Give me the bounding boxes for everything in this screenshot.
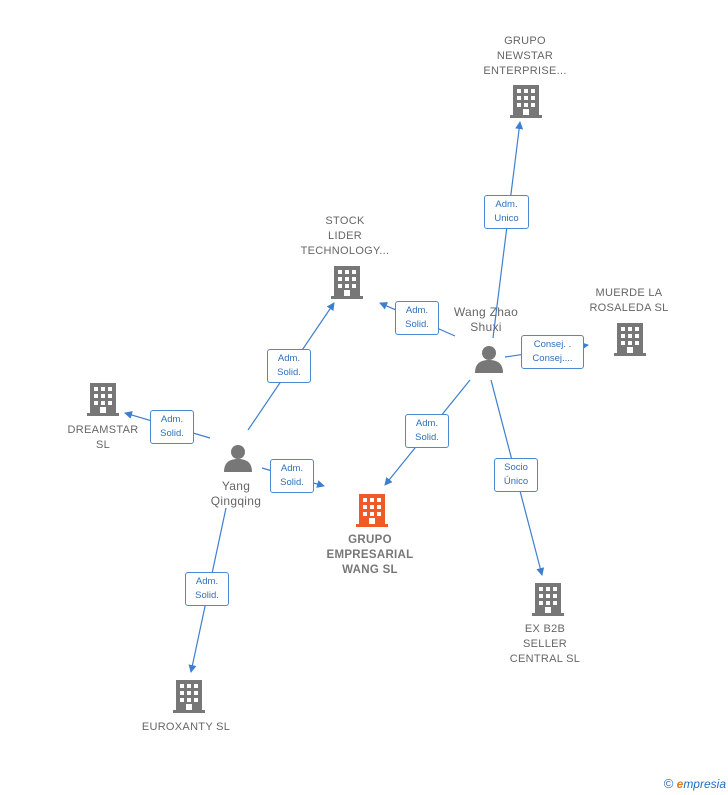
edge-label-yang-grupo[interactable]: Adm. Solid. [270, 459, 314, 493]
node-label-yang[interactable]: Yang Qingqing [210, 479, 262, 508]
node-label-wang[interactable]: Wang Zhao Shuxi [453, 305, 519, 334]
person-icon-yang[interactable] [224, 445, 252, 472]
edge-label-wang-stock[interactable]: Adm. Solid. [395, 301, 439, 335]
edge-wang-newstar [492, 121, 524, 339]
brand-watermark: © empresia [664, 776, 726, 791]
edge-label-yang-euroxanty[interactable]: Adm. Solid. [185, 572, 229, 606]
node-label-grupo-wang[interactable]: GRUPO EMPRESARIAL WANG SL [326, 534, 414, 576]
edge-label-wang-muerde[interactable]: Consej. . Consej.... [521, 335, 584, 369]
node-label-muerde[interactable]: MUERDE LA ROSALEDA SL [589, 287, 669, 314]
node-label-dreamstar[interactable]: DREAMSTAR SL [67, 424, 139, 451]
copyright-icon: © [663, 776, 674, 791]
company-icon-euroxanty[interactable] [173, 680, 205, 713]
company-icon-dreamstar[interactable] [87, 383, 119, 416]
company-icon-ex-b2b[interactable] [532, 583, 564, 616]
edge-label-wang-grupo[interactable]: Adm. Solid. [405, 414, 449, 448]
brand-logo-e: e [676, 777, 684, 791]
node-label-grupo-newstar[interactable]: GRUPO NEWSTAR ENTERPRISE... [483, 35, 567, 77]
node-label-ex-b2b[interactable]: EX B2B SELLER CENTRAL SL [509, 623, 581, 665]
company-icon-grupo-newstar[interactable] [510, 85, 542, 118]
brand-logo-text: mpresia [683, 777, 726, 791]
node-label-euroxanty[interactable]: EUROXANTY SL [141, 721, 231, 733]
company-icon-muerde[interactable] [614, 323, 646, 356]
edge-label-yang-stock[interactable]: Adm. Solid. [267, 349, 311, 383]
edge-label-wang-newstar[interactable]: Adm. Unico [484, 195, 529, 229]
edge-label-wang-exb2b[interactable]: Socio Único [494, 458, 538, 492]
company-icon-stock-lider[interactable] [331, 266, 363, 299]
node-label-stock-lider[interactable]: STOCK LIDER TECHNOLOGY... [300, 215, 390, 257]
company-icon-grupo-wang[interactable] [356, 494, 388, 527]
edge-label-yang-dreamstar[interactable]: Adm. Solid. [150, 410, 194, 444]
person-icon-wang[interactable] [475, 346, 503, 373]
